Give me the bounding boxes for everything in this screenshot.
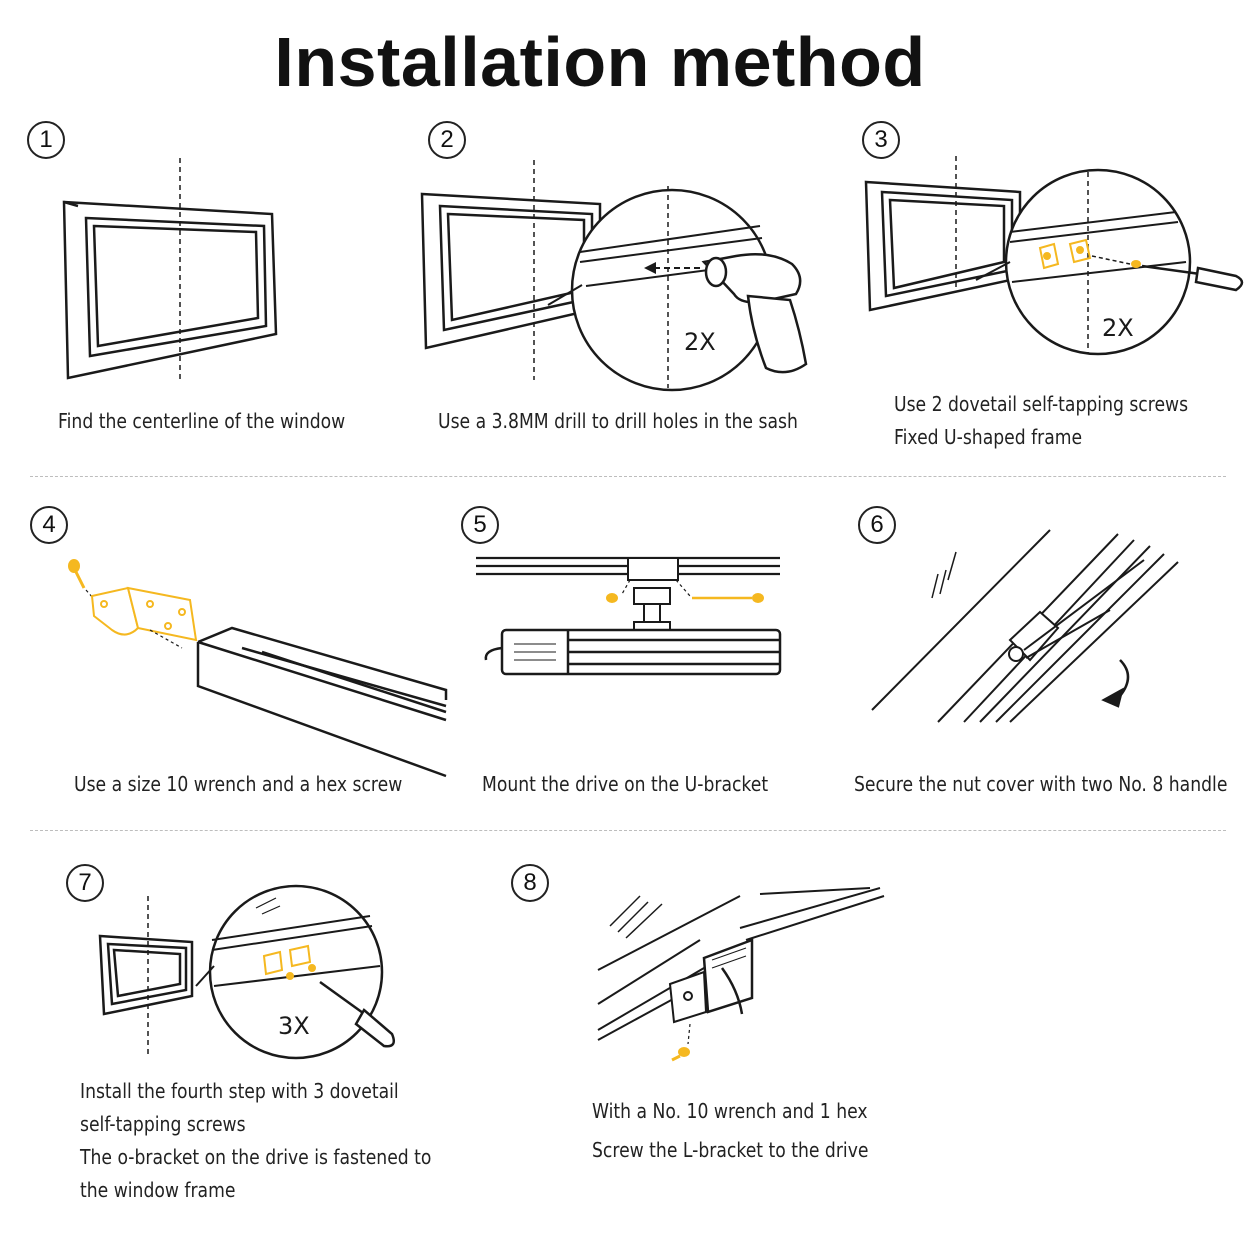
row-divider [30,830,1226,831]
step-7-caption-line: self-tapping screws [80,1112,246,1136]
step-1-caption: Find the centerline of the window [58,405,345,438]
u-bracket-icon [1038,238,1092,270]
detail-magnifier [208,884,384,1060]
step-4-caption-line: Use a size 10 wrench and a hex screw [74,772,403,796]
u-bracket-icon [262,944,316,980]
step-7-count-label: 3X [278,1012,310,1040]
row-divider [30,476,1226,477]
screwdriver-icon [319,980,395,1048]
window-frame-icon [98,934,194,1016]
screw-icon [68,559,86,589]
l-bracket-icon [90,586,198,642]
step-8-caption-line: Screw the L-bracket to the drive [592,1138,869,1162]
step-3-count-label: 2X [1102,314,1134,342]
step-number-6: 6 [858,506,896,544]
drive-motor-icon [484,628,782,676]
step-8-caption: With a No. 10 wrench and 1 hex Screw the… [592,1092,868,1170]
l-bracket-icon [668,970,708,1024]
screw-icon [671,1047,690,1062]
step-number-4: 4 [30,506,68,544]
step-4-caption: Use a size 10 wrench and a hex screw [74,768,402,801]
step-6-caption-line: Secure the nut cover with two No. 8 hand… [854,772,1228,796]
step-7-caption-line: Install the fourth step with 3 dovetail [80,1079,399,1103]
step-7-caption-line: the window frame [80,1178,236,1202]
step-number-3: 3 [862,121,900,159]
step-number-8: 8 [511,864,549,902]
step-8-caption-line: With a No. 10 wrench and 1 hex [592,1099,868,1123]
step-number-1: 1 [27,121,65,159]
step-2-caption-line: Use a 3.8MM drill to drill holes in the … [438,409,798,433]
step-number-2: 2 [428,121,466,159]
step-number-5: 5 [461,506,499,544]
step-6-caption: Secure the nut cover with two No. 8 hand… [854,768,1227,801]
step-5-caption: Mount the drive on the U-bracket [482,768,768,801]
step-3-caption-line: Use 2 dovetail self-tapping screws [894,392,1189,416]
step-7-caption-line: The o-bracket on the drive is fastened t… [80,1145,432,1169]
step-3-caption: Use 2 dovetail self-tapping screws Fixed… [894,388,1188,454]
drill-icon [701,253,808,374]
drive-rail-icon [196,626,448,778]
step-1-caption-line: Find the centerline of the window [58,409,346,433]
screwdriver-icon [1141,264,1244,292]
rotate-arrow-icon [1101,659,1130,708]
screw-icon [1131,260,1141,268]
step-5-caption-line: Mount the drive on the U-bracket [482,772,769,796]
page-title: Installation method [274,23,926,101]
step-number-7: 7 [66,864,104,902]
step-2-count-label: 2X [684,328,716,356]
nut-cover-icon [1008,610,1060,662]
screw-icon [606,593,764,603]
step-2-caption: Use a 3.8MM drill to drill holes in the … [438,405,798,438]
step-7-caption: Install the fourth step with 3 dovetail … [80,1075,431,1207]
window-frame-icon [62,200,278,380]
step-3-caption-line: Fixed U-shaped frame [894,425,1083,449]
